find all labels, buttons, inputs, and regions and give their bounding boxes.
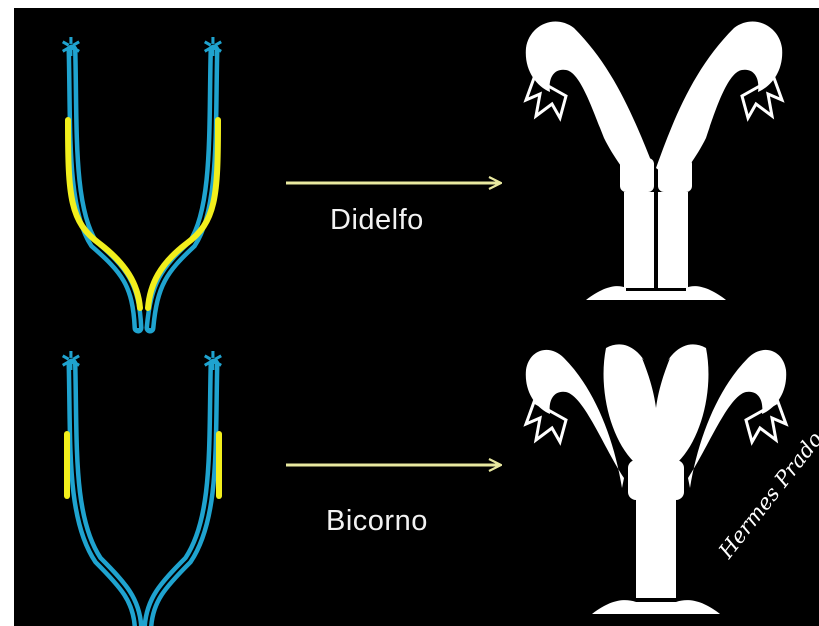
label-didelfo: Didelfo [330, 204, 424, 237]
label-bicorno: Bicorno [326, 505, 428, 538]
duct-diagram-didelfo: ✲ ✲ [60, 33, 224, 328]
star-icon: ✲ [60, 347, 82, 377]
uterus-bicorno-illustration [526, 344, 786, 614]
uterus-didelfo-illustration [526, 22, 782, 300]
star-icon: ✲ [202, 33, 224, 63]
star-icon: ✲ [60, 33, 82, 63]
star-icon: ✲ [202, 347, 224, 377]
duct-diagram-bicorno: ✲ ✲ [60, 347, 224, 626]
diagram-canvas: ✲ ✲ [14, 8, 819, 626]
